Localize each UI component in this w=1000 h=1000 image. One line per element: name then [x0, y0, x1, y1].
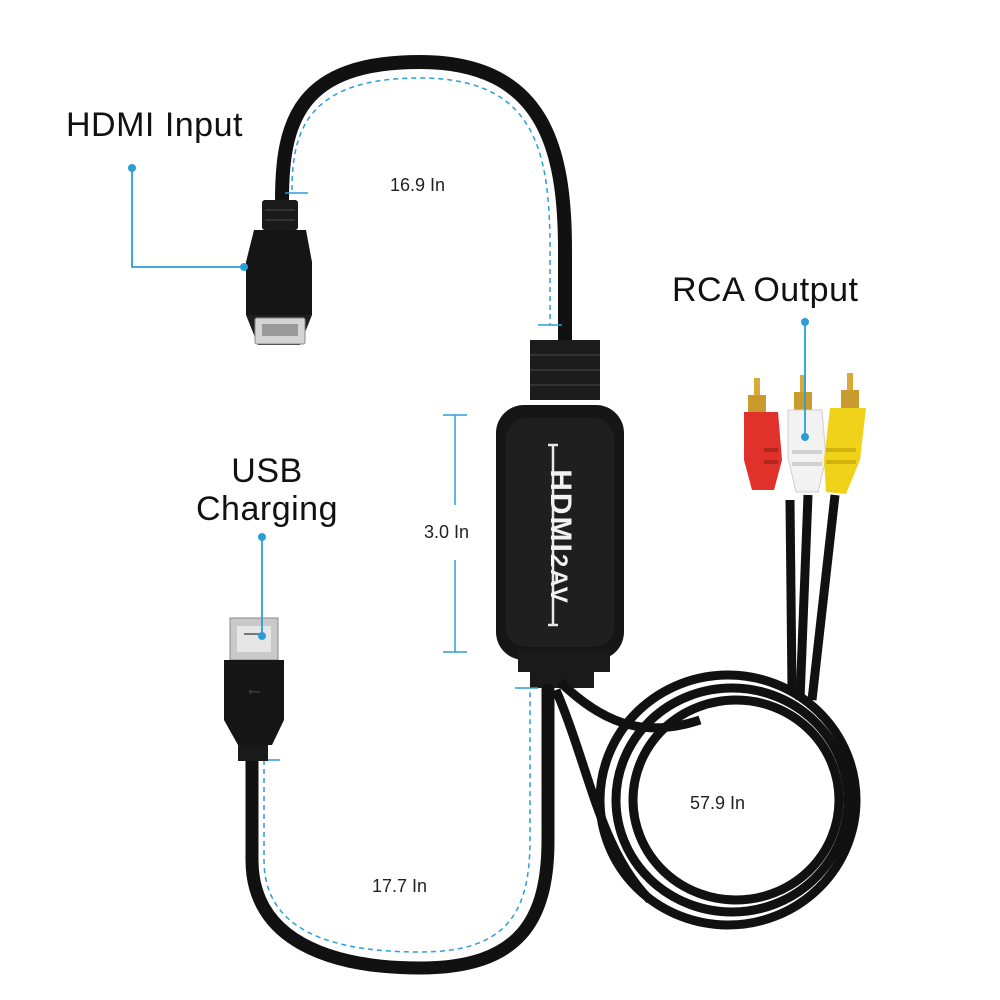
rca-plug-white [787, 375, 827, 493]
device-brand-label: HDMI2AV [543, 467, 577, 607]
device-brand-text: HDMI [544, 469, 577, 554]
rca-cable-length: 57.9 In [690, 793, 746, 813]
usb-connector: ⭠ [224, 617, 284, 761]
usb-cable [245, 683, 555, 975]
box-length: 3.0 In [424, 522, 470, 542]
usb-callout-line [258, 533, 266, 640]
usb-cable-length: 17.7 In [372, 876, 428, 896]
hdmi-cable-length: 16.9 In [390, 175, 446, 195]
device-model-text: 2AV [545, 553, 572, 605]
hdmi-input-label: HDMI Input [66, 106, 243, 144]
box-dimension-line [443, 414, 467, 653]
hdmi-callout-line [128, 164, 248, 271]
hdmi-cable [275, 54, 572, 352]
converter-box [496, 340, 624, 688]
svg-text:⭠: ⭠ [248, 681, 261, 700]
rca-plug-red [744, 378, 782, 490]
rca-plug-yellow [824, 373, 866, 494]
hdmi-connector [246, 200, 312, 345]
rca-coiled-cable [551, 494, 861, 930]
usb-label-line1: USB [231, 452, 303, 490]
rca-output-label: RCA Output [672, 271, 859, 309]
rca-callout-line [801, 318, 809, 441]
usb-label-line2: Charging [196, 490, 338, 528]
usb-charging-label: USB Charging [182, 452, 352, 528]
hdmi-cable-dimension-line [291, 77, 551, 325]
usb-cable-dimension-line [263, 690, 531, 953]
